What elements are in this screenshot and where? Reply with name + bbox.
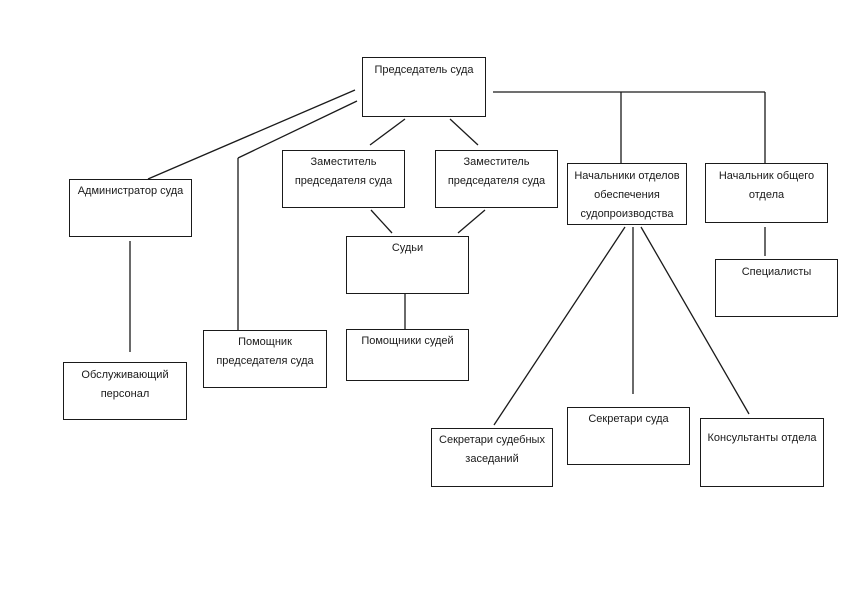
judges-assistants-box: Помощники судей: [346, 329, 469, 381]
connector-proceedings-hearing-secretaries: [493, 226, 626, 426]
service-staff-label: Обслуживающий персонал: [81, 369, 169, 400]
chairman-assistant-box: Помощник председателя суда: [203, 330, 327, 388]
proceedings-heads-label: Начальники отделов обеспечения судопроиз…: [574, 170, 680, 220]
connector-deputy-1-judges: [370, 209, 393, 234]
deputy-chairman-label-2: Заместитель председателя суда: [447, 156, 546, 187]
service-staff-box: Обслуживающий персонал: [63, 362, 187, 420]
court-secretaries-label: Секретари суда: [588, 413, 669, 425]
administrator-box: Администратор суда: [69, 179, 192, 237]
judges-box: Судьи: [346, 236, 469, 294]
judges-assistants-label: Помощники судей: [361, 335, 454, 347]
judges-label: Судьи: [391, 242, 424, 254]
deputy-chairman-label-1: Заместитель председателя суда: [294, 156, 393, 187]
connector-chairman-deputy-1: [369, 118, 406, 146]
connector-chairman-administrator: [147, 89, 356, 180]
court-secretaries-box: Секретари суда: [567, 407, 690, 465]
deputy-chairman-box-2: Заместитель председателя суда: [435, 150, 558, 208]
hearing-secretaries-label: Секретари судебных заседаний: [439, 434, 545, 465]
connector-proceedings-consultants: [640, 226, 750, 415]
chairman-label: Председатель суда: [374, 64, 474, 76]
connector-chairman-deputy-2: [449, 118, 479, 146]
general-dept-head-label: Начальник общего отдела: [718, 170, 815, 201]
chairman-assistant-label: Помощник председателя суда: [216, 336, 314, 367]
general-dept-head-box: Начальник общего отдела: [705, 163, 828, 223]
connector-deputy-2-judges: [457, 209, 486, 234]
proceedings-heads-box: Начальники отделов обеспечения судопроиз…: [567, 163, 687, 225]
hearing-secretaries-box: Секретари судебных заседаний: [431, 428, 553, 487]
connector-chairman-assistant: [237, 100, 358, 159]
chairman-box: Председатель суда: [362, 57, 486, 117]
dept-consultants-box: Консультанты отдела: [700, 418, 824, 487]
specialists-label: Специалисты: [741, 266, 812, 278]
administrator-label: Администратор суда: [77, 185, 184, 197]
dept-consultants-label: Консультанты отдела: [707, 432, 817, 444]
specialists-box: Специалисты: [715, 259, 838, 317]
deputy-chairman-box-1: Заместитель председателя суда: [282, 150, 405, 208]
